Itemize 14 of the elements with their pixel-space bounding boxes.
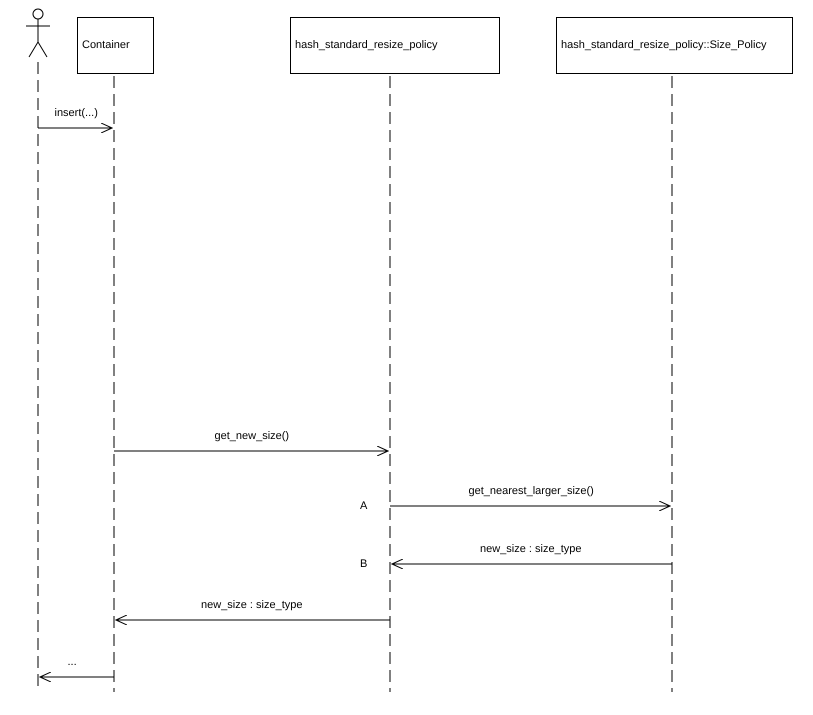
message-label: get_new_size() bbox=[214, 430, 290, 443]
message-arrow bbox=[390, 500, 670, 512]
message-arrow bbox=[392, 558, 672, 570]
message-label: insert(...) bbox=[54, 107, 98, 120]
message-arrow bbox=[40, 672, 114, 682]
message-label: get_nearest_larger_size() bbox=[468, 485, 594, 498]
message-arrow bbox=[114, 446, 388, 456]
message-label: new_size : size_type bbox=[480, 543, 582, 556]
message-arrow bbox=[38, 122, 112, 134]
object-name: Container bbox=[82, 38, 130, 50]
message-arrow bbox=[116, 614, 390, 626]
message-label: new_size : size_type bbox=[201, 599, 302, 612]
object-name: hash_standard_resize_policy bbox=[295, 38, 438, 50]
object-name: hash_standard_resize_policy::Size_Policy bbox=[561, 38, 766, 50]
